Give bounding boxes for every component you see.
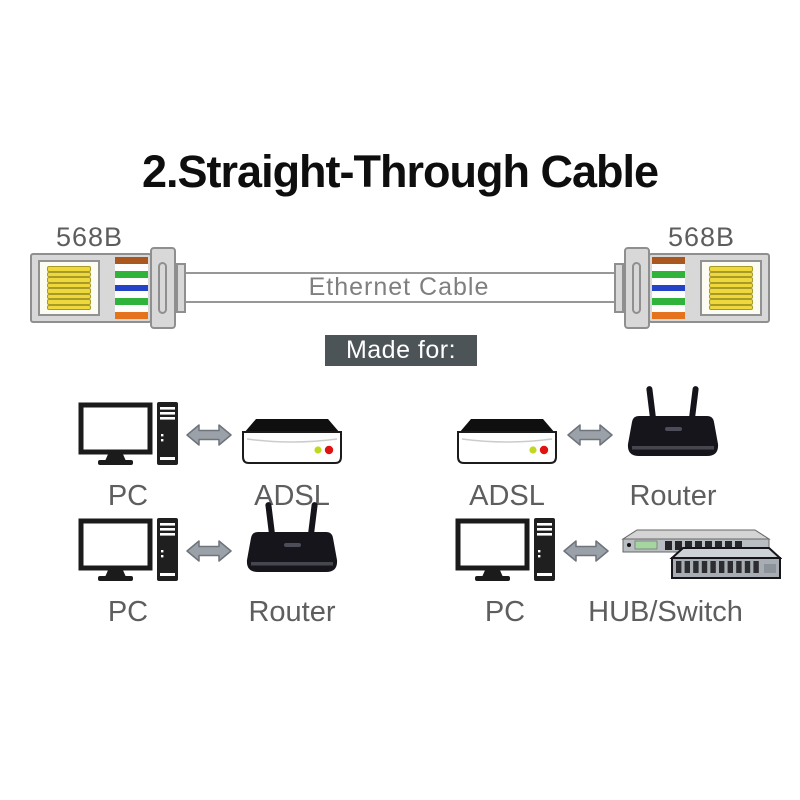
pc-icon bbox=[78, 402, 178, 473]
pc-icon bbox=[78, 518, 178, 589]
rj45-boot-slot bbox=[158, 262, 167, 314]
device-label: Router bbox=[629, 480, 717, 512]
connection-pair-adsl-router: ADSL Router bbox=[455, 383, 725, 514]
rj45-boot-slot bbox=[632, 262, 641, 314]
hub-switch-icon bbox=[617, 524, 783, 589]
device-label: Router bbox=[248, 596, 336, 628]
router-icon bbox=[621, 383, 725, 473]
rj45-wires bbox=[115, 257, 148, 319]
device-hub-switch: HUB/Switch bbox=[588, 524, 783, 630]
rj45-gold-pins bbox=[38, 260, 100, 316]
ethernet-cable: Ethernet Cable bbox=[182, 272, 616, 303]
rj45-gold-pins bbox=[700, 260, 762, 316]
device-label: PC bbox=[484, 596, 526, 628]
device-label: PC bbox=[107, 596, 149, 628]
device-label: PC bbox=[107, 480, 149, 512]
adsl-modem-icon bbox=[455, 416, 559, 473]
made-for-label: Made for: bbox=[345, 336, 457, 364]
double-arrow-icon bbox=[567, 422, 613, 453]
connection-pair-pc-hub: PC HUB/Switch bbox=[455, 518, 783, 630]
connection-pair-pc-adsl: PC ADSL bbox=[78, 402, 344, 514]
rj45-connector-left bbox=[30, 247, 186, 329]
double-arrow-icon bbox=[563, 538, 609, 569]
device-router: Router bbox=[621, 383, 725, 514]
router-icon bbox=[240, 499, 344, 589]
rj45-connector-right bbox=[614, 247, 770, 329]
rj45-body bbox=[30, 253, 152, 323]
page-title: 2.Straight-Through Cable bbox=[142, 146, 659, 197]
device-label: ADSL bbox=[469, 480, 545, 512]
device-label: HUB/Switch bbox=[588, 596, 743, 628]
device-router: Router bbox=[240, 499, 344, 630]
ethernet-cable-label: Ethernet Cable bbox=[308, 273, 490, 301]
double-arrow-icon bbox=[186, 538, 232, 569]
device-pc: PC bbox=[455, 518, 555, 630]
connection-pair-pc-router: PC Router bbox=[78, 499, 344, 630]
device-adsl-modem: ADSL bbox=[455, 416, 559, 514]
adsl-modem-icon bbox=[240, 416, 344, 473]
pc-icon bbox=[455, 518, 555, 589]
rj45-body bbox=[648, 253, 770, 323]
made-for-banner: Made for: bbox=[325, 335, 477, 366]
rj45-wires bbox=[652, 257, 685, 319]
right-connector-label: 568B bbox=[668, 222, 736, 252]
device-pc: PC bbox=[78, 518, 178, 630]
device-pc: PC bbox=[78, 402, 178, 514]
left-connector-label: 568B bbox=[56, 222, 124, 252]
rj45-neck bbox=[176, 263, 186, 313]
rj45-neck bbox=[614, 263, 624, 313]
rj45-boot bbox=[624, 247, 650, 329]
rj45-boot bbox=[150, 247, 176, 329]
double-arrow-icon bbox=[186, 422, 232, 453]
